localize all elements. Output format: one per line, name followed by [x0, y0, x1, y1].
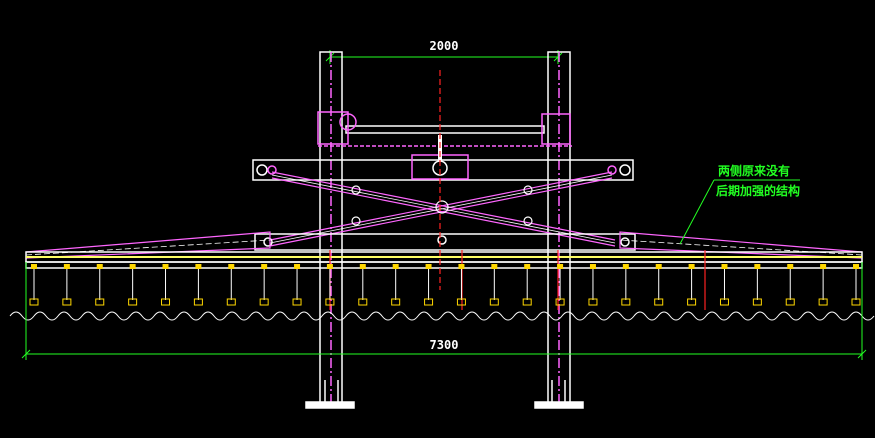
annotation-line-1: 两侧原来没有	[718, 163, 790, 178]
hanger	[325, 264, 335, 306]
hanger	[687, 264, 697, 306]
annotation-line-2: 后期加强的结构	[716, 183, 800, 198]
hanger	[851, 264, 861, 306]
hanger	[29, 264, 39, 306]
water-surface	[9, 311, 875, 321]
hanger	[358, 264, 368, 306]
hanger-row	[29, 264, 861, 306]
hanger	[456, 264, 466, 306]
top-dimension-label: 2000	[430, 39, 459, 53]
hanger	[588, 264, 598, 306]
hanger	[719, 264, 729, 306]
top-crossbeam	[317, 111, 572, 147]
hanger	[391, 264, 401, 306]
hanger	[654, 264, 664, 306]
bottom-dimension-label: 7300	[430, 338, 459, 352]
hanger	[95, 264, 105, 306]
hanger	[292, 264, 302, 306]
hanger	[128, 264, 138, 306]
hanger	[161, 264, 171, 306]
hanger	[62, 264, 72, 306]
lower-platform	[254, 233, 636, 251]
hanger	[489, 264, 499, 306]
annotation-leader	[679, 179, 800, 245]
hanger	[522, 264, 532, 306]
hanger	[621, 264, 631, 306]
hanger	[259, 264, 269, 306]
hanger	[818, 264, 828, 306]
hanger	[785, 264, 795, 306]
hanger	[424, 264, 434, 306]
hanger	[226, 264, 236, 306]
hanger	[752, 264, 762, 306]
hanger	[193, 264, 203, 306]
hanger	[555, 264, 565, 306]
bottom-dimension	[21, 262, 867, 360]
